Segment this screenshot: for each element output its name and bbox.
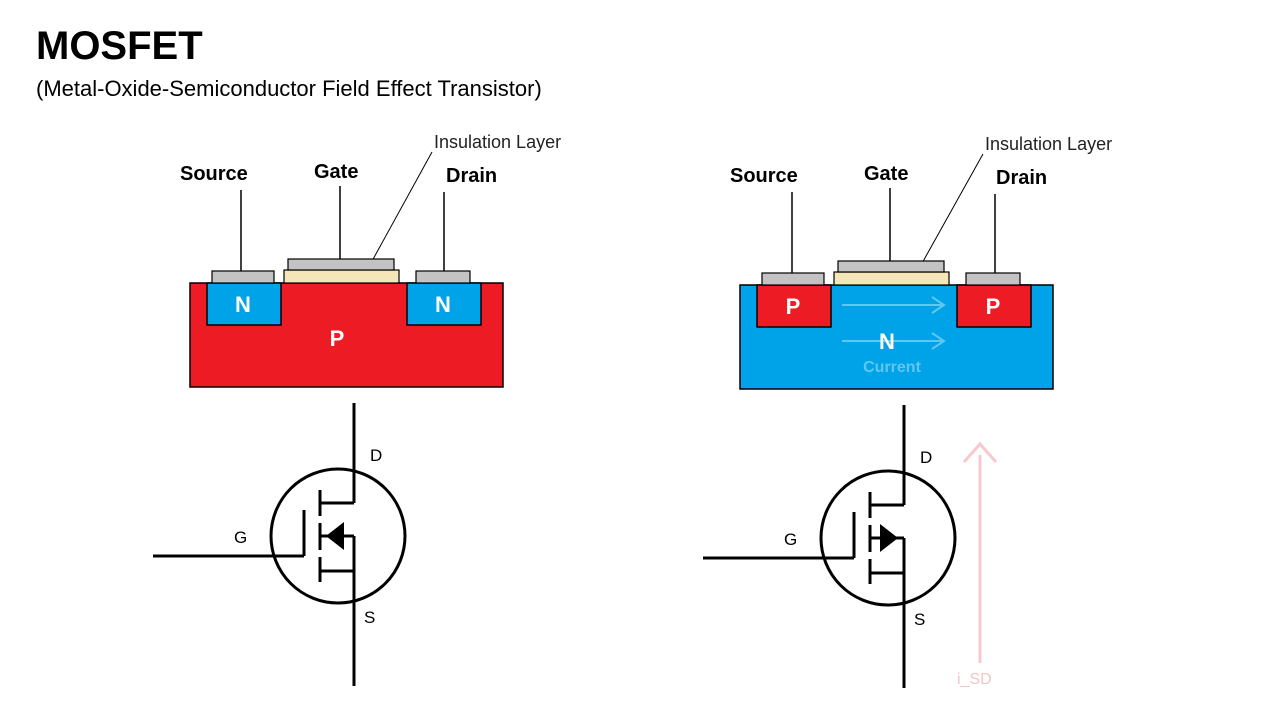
right-current-arrowhead-lower-icon	[931, 332, 946, 350]
right-current-label: Current	[863, 359, 921, 376]
left-source-well-label: N	[235, 292, 251, 317]
right-pin-d: D	[920, 448, 932, 467]
left-pin-d: D	[370, 446, 382, 465]
page-subtitle: (Metal-Oxide-Semiconductor Field Effect …	[36, 76, 542, 101]
left-source-contact	[211, 270, 275, 284]
right-symbol-circle	[819, 469, 957, 607]
left-insulation-pointer	[365, 151, 433, 273]
right-drain-p-well	[956, 284, 1032, 328]
right-mosfet-symbol: D G S i_SD	[703, 405, 998, 688]
right-drain-contact	[965, 272, 1021, 286]
right-drain-well-label: P	[986, 294, 1001, 319]
right-source-well-label: P	[786, 294, 801, 319]
left-symbol-circle	[269, 467, 407, 605]
left-cross-section: Source Gate Drain Insulation Layer N N P	[180, 132, 561, 388]
right-insulation-pointer	[915, 153, 984, 275]
page-title: MOSFET	[36, 24, 203, 68]
right-current-arrows	[842, 296, 946, 350]
left-substrate-label: P	[330, 326, 345, 351]
left-mosfet-symbol: D G S	[153, 403, 407, 686]
right-source-contact	[761, 272, 825, 286]
left-body-arrow-icon	[326, 522, 344, 550]
left-drain-label: Drain	[446, 165, 497, 187]
left-drain-well-label: N	[435, 292, 451, 317]
right-substrate-label: N	[879, 329, 895, 354]
right-insulation-label: Insulation Layer	[985, 134, 1112, 154]
right-drain-label: Drain	[996, 167, 1047, 189]
right-cross-section: Source Gate Drain Insulation Layer P P N…	[730, 134, 1112, 390]
right-current-arrowhead-upper-icon	[931, 296, 946, 314]
right-pin-g: G	[784, 530, 797, 549]
right-oxide-layer	[833, 271, 950, 286]
left-gate-contact	[287, 258, 395, 271]
right-isd-arrowhead-icon	[962, 441, 998, 463]
right-source-p-well	[756, 284, 832, 328]
left-insulation-label: Insulation Layer	[434, 132, 561, 152]
left-source-label: Source	[180, 163, 248, 185]
left-pin-s: S	[364, 608, 375, 627]
right-pin-s: S	[914, 610, 925, 629]
right-gate-label: Gate	[864, 163, 908, 185]
right-source-label: Source	[730, 165, 798, 187]
left-gate-label: Gate	[314, 161, 358, 183]
left-oxide-layer	[283, 269, 400, 284]
left-drain-contact	[415, 270, 471, 284]
right-isd-arrow: i_SD	[957, 441, 998, 688]
right-body-arrow-icon	[880, 524, 898, 552]
left-source-n-well	[206, 282, 282, 326]
right-isd-label: i_SD	[957, 671, 992, 688]
right-gate-contact	[837, 260, 945, 273]
left-pin-g: G	[234, 528, 247, 547]
